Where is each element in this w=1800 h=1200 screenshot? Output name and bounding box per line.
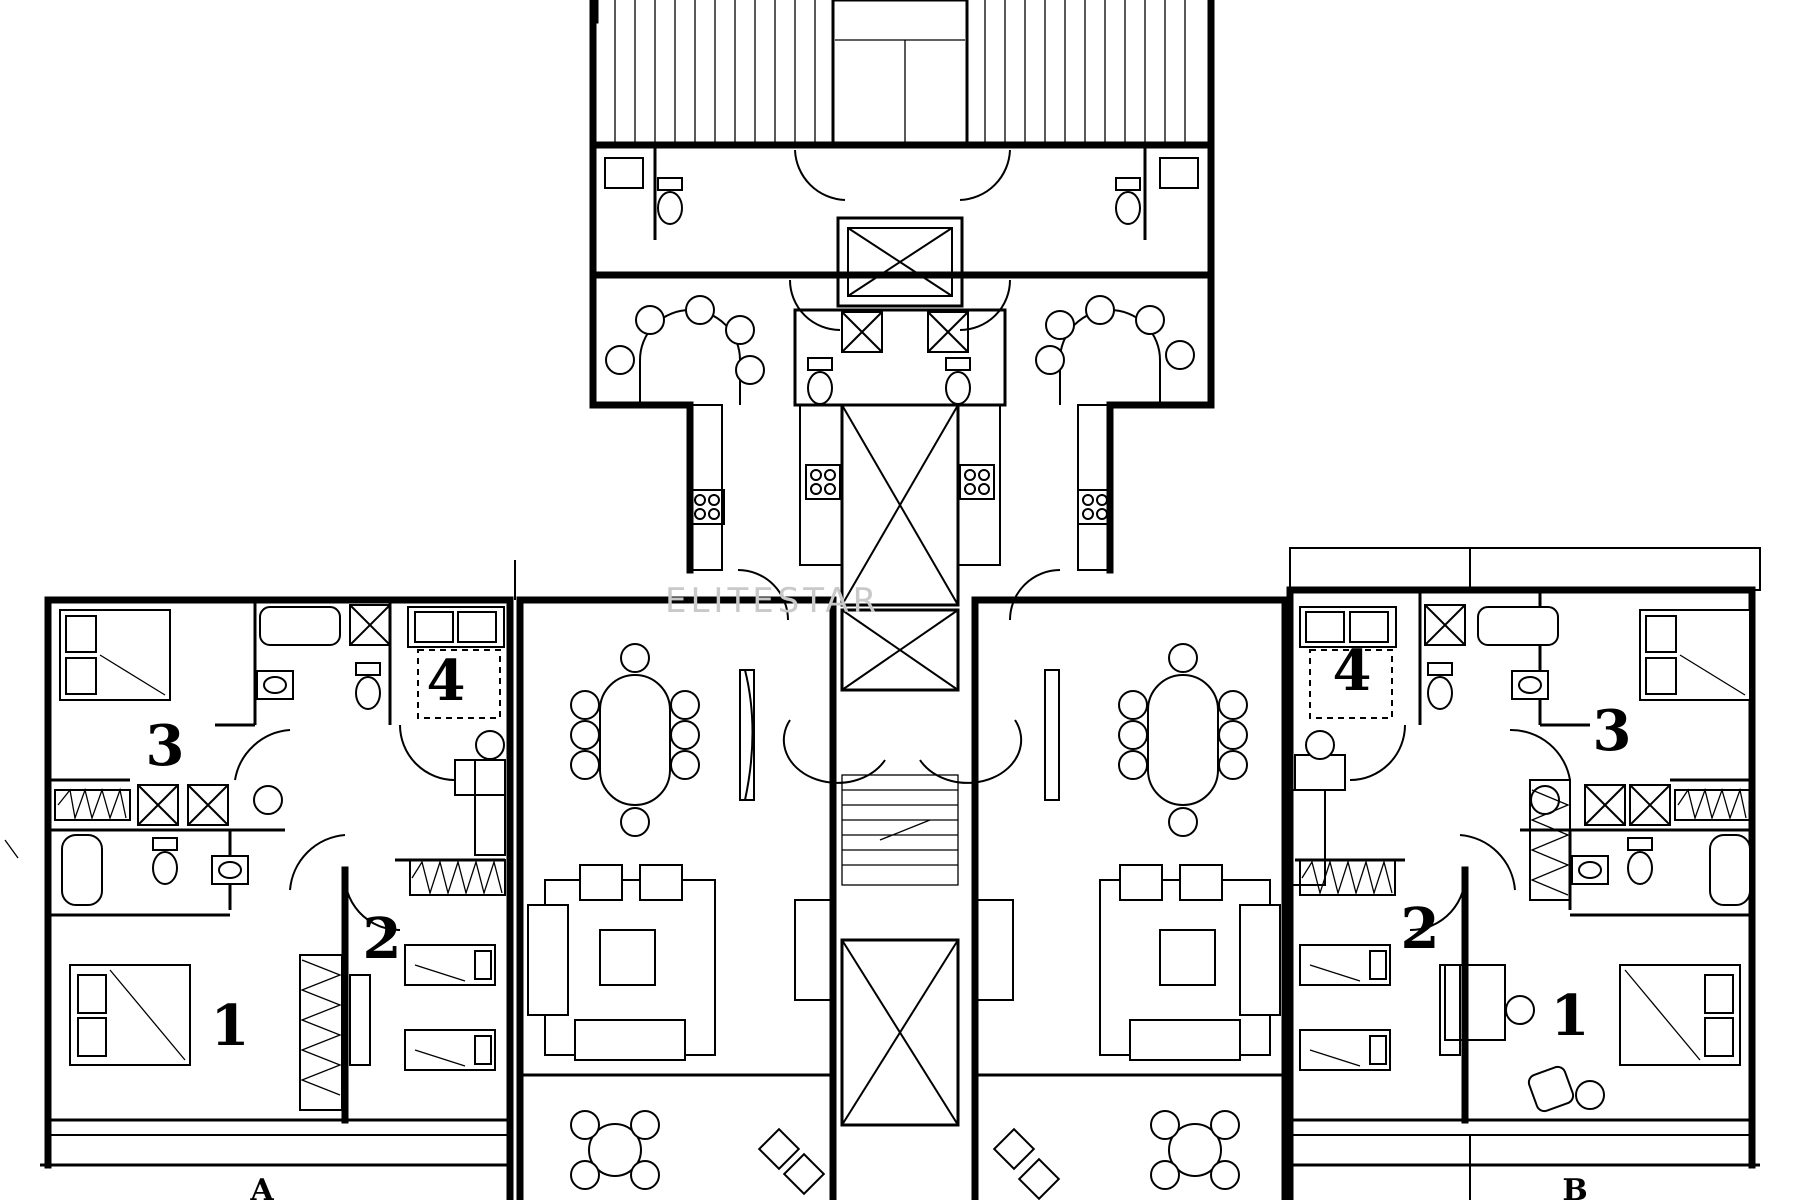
south-stair [841,774,959,886]
section-marker-b: B [1562,1173,1587,1200]
room-label-1: 1 [211,993,250,1059]
room-label-2: 2 [1401,896,1440,962]
north-kitchens [689,404,1113,571]
scan-mark [4,839,19,859]
elevator-shaft [737,403,1061,621]
central-spine [782,601,1023,1200]
north-balcony-slats [614,0,1186,145]
north-stair [831,0,969,147]
room-label-4: 4 [427,648,466,714]
watermark: ELITESTAR [665,581,880,621]
north-wing [589,0,1215,621]
room-label-3: 3 [1593,698,1632,764]
room-label-2: 2 [363,906,402,972]
unit-b: 1 2 3 4 B [1286,547,1761,1200]
unit-a: 1 2 3 4 A [40,560,516,1200]
living-right [971,596,1289,1200]
room-label-1: 1 [1551,983,1590,1049]
room-label-4: 4 [1333,638,1372,704]
north-nooks [605,295,1195,405]
room-label-3: 3 [146,713,185,779]
section-marker-a: A [249,1173,274,1200]
living-left [516,596,837,1200]
north-baths [604,145,1199,240]
